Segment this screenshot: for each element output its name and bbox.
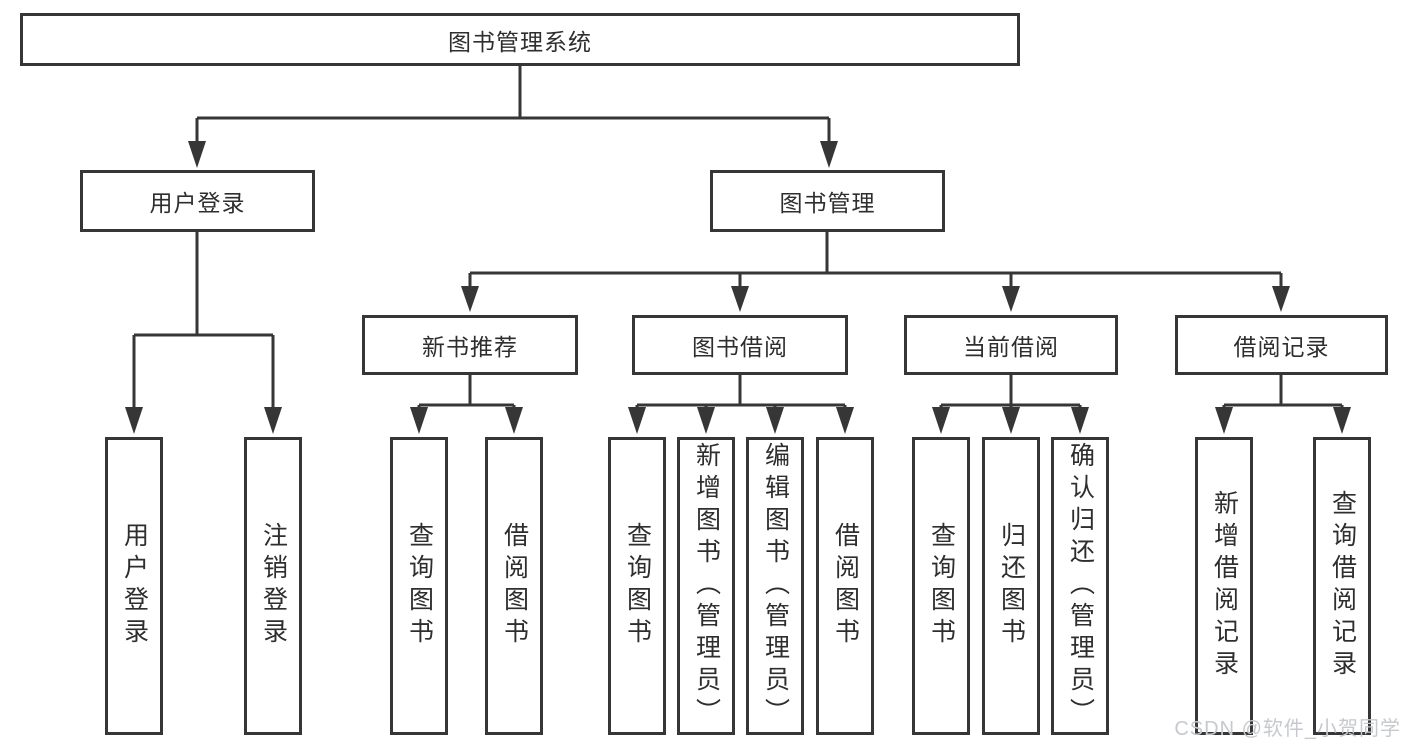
node-book-management: 图书管理 bbox=[710, 170, 945, 232]
connector-borrow-fan bbox=[628, 375, 854, 434]
leaf-recommend-borrow-book: 借阅图书 bbox=[485, 437, 543, 735]
node-book-borrow: 图书借阅 bbox=[632, 315, 848, 375]
leaf-return-book: 归还图书 bbox=[982, 437, 1040, 735]
leaf-confirm-return-admin: 确认归还（管理员） bbox=[1051, 437, 1109, 735]
connector-record-fan bbox=[1215, 375, 1351, 434]
connector-current-fan bbox=[932, 375, 1089, 434]
connector-book-mgmt-fan bbox=[461, 232, 1290, 312]
leaf-logout: 注销登录 bbox=[244, 437, 302, 735]
connector-new-book-fan bbox=[410, 375, 523, 434]
leaf-add-book-admin: 新增图书（管理员） bbox=[677, 437, 735, 735]
leaf-recommend-query-book: 查询图书 bbox=[390, 437, 448, 735]
leaf-query-borrow-record: 查询借阅记录 bbox=[1313, 437, 1371, 735]
csdn-watermark: CSDN @软件_小贺同学 bbox=[1174, 718, 1401, 740]
node-current-borrow: 当前借阅 bbox=[904, 315, 1118, 375]
node-borrow-record: 借阅记录 bbox=[1175, 315, 1388, 375]
leaf-add-borrow-record: 新增借阅记录 bbox=[1195, 437, 1253, 735]
node-user-login: 用户登录 bbox=[80, 170, 315, 232]
connector-root-to-level2 bbox=[188, 66, 838, 168]
leaf-current-query-book: 查询图书 bbox=[912, 437, 970, 735]
leaf-user-login: 用户登录 bbox=[105, 437, 163, 735]
leaf-borrow-query-book: 查询图书 bbox=[608, 437, 666, 735]
node-system-root: 图书管理系统 bbox=[20, 13, 1020, 66]
leaf-borrow-book: 借阅图书 bbox=[816, 437, 874, 735]
leaf-edit-book-admin: 编辑图书（管理员） bbox=[746, 437, 804, 735]
node-new-book-recommend: 新书推荐 bbox=[362, 315, 578, 375]
connector-user-login-fan bbox=[125, 232, 282, 434]
